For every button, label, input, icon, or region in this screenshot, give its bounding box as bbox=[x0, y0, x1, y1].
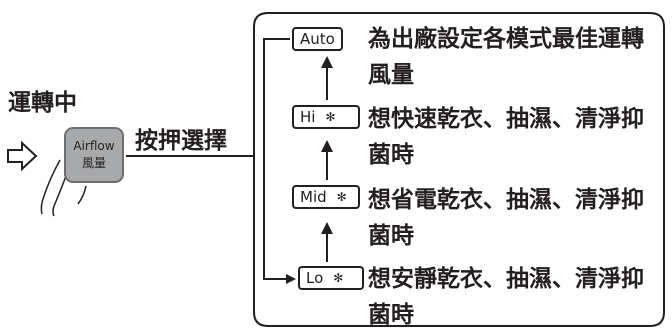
fan-low-icon: ✻ bbox=[333, 271, 344, 285]
mode-desc-mid: 想省電乾衣、抽濕、清淨抑 菌時 bbox=[368, 182, 664, 254]
mode-desc-line1: 想省電乾衣、抽濕、清淨抑 bbox=[368, 187, 644, 213]
up-arrow-mid-hi bbox=[321, 140, 333, 180]
mode-label-text: Mid bbox=[300, 188, 327, 206]
up-arrow-hi-auto bbox=[321, 56, 333, 100]
running-label: 運轉中 bbox=[8, 90, 77, 116]
mode-desc-lo: 想安靜乾衣、抽濕、清淨抑 菌時 bbox=[368, 261, 664, 333]
mode-desc-line1: 想安靜乾衣、抽濕、清淨抑 bbox=[368, 266, 644, 292]
outline-arrow-icon bbox=[7, 140, 38, 172]
mode-desc-line1: 為出廠設定各模式最佳運轉 bbox=[368, 26, 644, 52]
mode-desc-line1: 想快速乾衣、抽濕、清淨抑 bbox=[368, 106, 644, 132]
loop-rail bbox=[263, 38, 290, 280]
mode-panel bbox=[253, 12, 665, 327]
mode-label-hi: Hi ✻ bbox=[292, 105, 360, 129]
mode-desc-line2: 菌時 bbox=[368, 142, 414, 168]
fan-mid-icon: ✻ bbox=[336, 190, 347, 204]
airflow-button[interactable]: Airflow 風量 bbox=[64, 127, 124, 183]
mode-desc-line2: 菌時 bbox=[368, 223, 414, 249]
mode-desc-line2: 風量 bbox=[368, 62, 414, 88]
fan-high-icon: ✻ bbox=[325, 110, 336, 124]
mode-label-text: Lo bbox=[306, 269, 324, 287]
airflow-button-label-en: Airflow bbox=[73, 139, 115, 153]
mode-desc-hi: 想快速乾衣、抽濕、清淨抑 菌時 bbox=[368, 101, 664, 173]
mode-label-mid: Mid ✻ bbox=[292, 185, 360, 209]
mode-label-text: Hi bbox=[300, 108, 316, 126]
mode-label-lo: Lo ✻ bbox=[298, 266, 364, 290]
up-arrow-lo-mid bbox=[321, 222, 333, 262]
hand-icon bbox=[40, 159, 87, 217]
mode-desc-auto: 為出廠設定各模式最佳運轉 風量 bbox=[368, 21, 664, 93]
action-label: 按押選擇 bbox=[135, 128, 227, 154]
mode-label-auto: Auto bbox=[292, 27, 343, 51]
airflow-button-label-zh: 風量 bbox=[81, 156, 106, 170]
mode-label-text: Auto bbox=[300, 30, 335, 48]
mode-desc-line2: 菌時 bbox=[368, 302, 414, 328]
loop-arrowhead bbox=[286, 274, 296, 284]
